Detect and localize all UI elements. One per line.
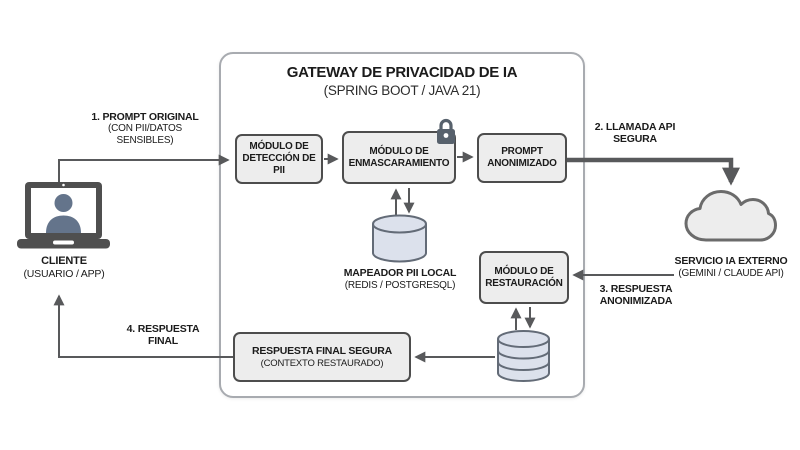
node-sublabel: (CONTEXTO RESTAURADO) <box>260 357 384 369</box>
external-ai-label: SERVICIO IA EXTERNO (GEMINI / CLAUDE API… <box>655 255 800 280</box>
flow-label-sub: (CON PII/DATOS SENSIBLES) <box>107 123 183 147</box>
arrow-step2 <box>567 157 740 186</box>
gateway-title: GATEWAY DE PRIVACIDAD DE IA <box>286 64 518 81</box>
flow-label-step1: 1. PROMPT ORIGINAL (CON PII/DATOS SENSIB… <box>83 111 207 147</box>
node-final-response: RESPUESTA FINAL SEGURA (CONTEXTO RESTAUR… <box>233 332 411 382</box>
flow-label-main: 1. PROMPT ORIGINAL <box>91 111 199 123</box>
arrow-step1 <box>58 154 230 184</box>
laptop-icon <box>17 182 110 249</box>
node-label: MÓDULO DE ENMASCARAMIENTO <box>348 145 450 169</box>
node-label: MÓDULO DE RESTAURACIÓN <box>485 265 563 289</box>
node-label: RESPUESTA FINAL SEGURA <box>251 345 393 357</box>
database-stack-icon <box>497 330 550 382</box>
node-label: SERVICIO IA EXTERNO <box>674 255 788 267</box>
node-sublabel: (REDIS / POSTGRESQL) <box>344 279 456 291</box>
pii-mapper-label: MAPEADOR PII LOCAL (REDIS / POSTGRESQL) <box>318 267 482 292</box>
node-restoration-module: MÓDULO DE RESTAURACIÓN <box>479 251 569 304</box>
node-label: MAPEADOR PII LOCAL <box>343 267 457 279</box>
client-label: CLIENTE (USUARIO / APP) <box>8 255 120 281</box>
node-sublabel: (GEMINI / CLAUDE API) <box>678 267 784 279</box>
gateway-subtitle: (SPRING BOOT / JAVA 21) <box>323 83 481 98</box>
database-icon <box>372 214 427 263</box>
node-anonymized-prompt: PROMPT ANONIMIZADO <box>477 133 567 183</box>
node-label: MÓDULO DE DETECCIÓN DE PII <box>242 141 316 176</box>
flow-label-step4: 4. RESPUESTA FINAL <box>126 323 200 348</box>
node-label: CLIENTE <box>41 255 87 267</box>
lock-icon <box>437 118 455 144</box>
flow-label-step2: 2. LLAMADA API SEGURA <box>594 121 676 146</box>
node-label: PROMPT ANONIMIZADO <box>487 146 557 169</box>
person-icon <box>46 194 81 233</box>
node-sublabel: (USUARIO / APP) <box>23 268 105 281</box>
flow-label-step3: 3. RESPUESTA ANONIMIZADA <box>599 283 673 308</box>
cloud-icon <box>684 190 777 242</box>
node-pii-detection-module: MÓDULO DE DETECCIÓN DE PII <box>235 134 323 184</box>
